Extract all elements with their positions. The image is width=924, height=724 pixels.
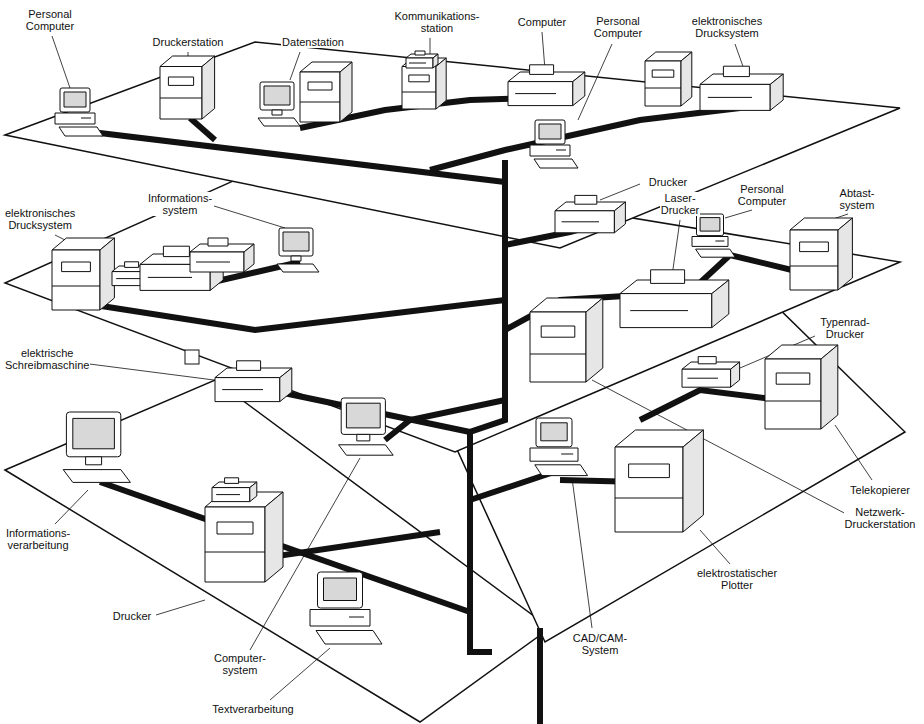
leader-line — [725, 210, 752, 218]
personal-computer — [55, 88, 103, 136]
printer-top — [212, 478, 257, 502]
part-label: Computer- system — [213, 652, 267, 676]
part-label: Datenstation — [281, 36, 345, 48]
part-label: elektrische Schreibmaschine — [4, 347, 90, 371]
leader-line — [74, 362, 214, 380]
data-cabinet — [300, 62, 352, 122]
leader-line — [672, 220, 680, 276]
printer — [555, 195, 625, 232]
leader-line — [156, 600, 205, 615]
scanner-system — [790, 218, 852, 290]
part-label: Drucker — [112, 610, 153, 622]
laser-printer — [620, 270, 729, 328]
printing-system-cabinet — [645, 52, 692, 106]
printer — [205, 492, 283, 582]
part-label: Netzwerk- Druckerstation — [844, 506, 917, 530]
network-cable — [640, 390, 780, 420]
network-cable — [75, 130, 505, 182]
part-label: Textverarbeitung — [211, 703, 294, 715]
leader-line — [600, 184, 640, 200]
part-label: Personal Computer — [593, 15, 643, 39]
word-processing — [310, 572, 382, 644]
telecopier — [765, 345, 838, 429]
part-label: Drucker — [648, 176, 689, 188]
computer — [508, 65, 585, 106]
network-printer-station — [530, 298, 603, 382]
part-label: Personal Computer — [25, 8, 75, 32]
part-label: elektrostatischer Plotter — [696, 567, 778, 591]
small-box — [185, 350, 199, 364]
typewriter — [215, 361, 292, 402]
part-label: Informations- verarbeitung — [5, 527, 71, 551]
part-label: Kommunikations- station — [394, 10, 481, 34]
information-processing — [63, 412, 130, 482]
network-cable — [100, 482, 470, 612]
leader-line — [55, 235, 65, 240]
leader-line — [52, 36, 70, 88]
printer-station — [160, 56, 215, 119]
personal-computer — [530, 120, 578, 168]
network-trunk — [537, 628, 543, 724]
network-cable — [95, 300, 505, 330]
communication-unit — [406, 51, 438, 68]
leader-line — [835, 425, 872, 480]
part-label: Typenrad- Drucker — [819, 316, 871, 340]
part-label: Computer — [517, 16, 567, 28]
part-label: elektronisches Drucksystem — [4, 207, 76, 231]
cad-cam-system — [530, 418, 588, 476]
information-system — [277, 228, 319, 272]
part-label: Druckerstation — [152, 36, 225, 48]
leader-line — [572, 478, 592, 628]
leader-line — [700, 530, 730, 564]
leader-line — [214, 206, 285, 228]
electronic-printing-system — [52, 238, 114, 310]
daisy-wheel-printer — [682, 357, 740, 388]
floor-plane — [5, 42, 900, 248]
data-terminal — [258, 82, 300, 126]
electronic-printing-system — [700, 66, 783, 110]
leader-line — [430, 38, 431, 55]
leader-line — [290, 52, 300, 80]
part-label: Personal Computer — [737, 183, 787, 207]
part-label: CAD/CAM- System — [568, 632, 632, 656]
electrostatic-plotter — [615, 430, 703, 532]
part-label: Laser- Drucker — [660, 192, 701, 216]
leader-line — [55, 490, 88, 524]
part-label: Telekopierer — [849, 484, 911, 496]
network-cable — [430, 108, 740, 170]
part-label: elektronisches Drucksystem — [691, 15, 763, 39]
personal-computer — [692, 214, 735, 257]
computer-system — [339, 398, 394, 455]
leader-line — [270, 648, 330, 700]
sorter-unit — [190, 238, 254, 272]
part-label: Abtast- system — [839, 187, 876, 211]
network-cable — [190, 118, 215, 140]
part-label: Informations- system — [147, 192, 213, 216]
